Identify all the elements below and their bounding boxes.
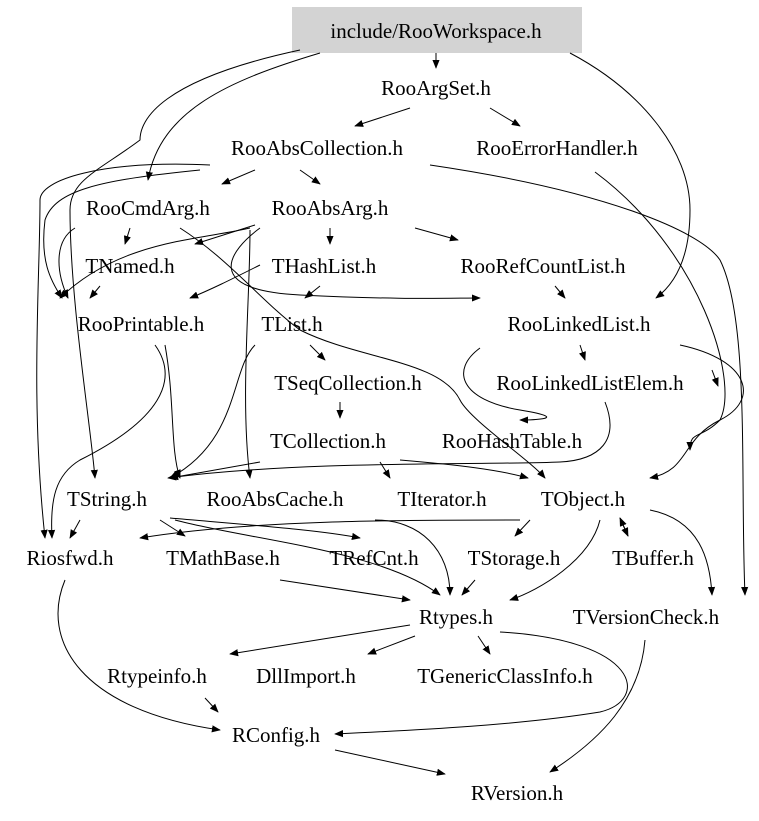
- edge-tmathbase-rtypes: [279, 579, 411, 603]
- node-roorefcountlist[interactable]: RooRefCountList.h: [460, 254, 626, 278]
- edge-rooabscoll-rooabsarg: [299, 169, 321, 185]
- node-rconfig[interactable]: RConfig.h: [232, 723, 321, 747]
- node-rooargset[interactable]: RooArgSet.h: [381, 76, 491, 100]
- edge-tobject-rtypes: [509, 519, 601, 601]
- edge-tversioncheck-rversion: [549, 639, 646, 773]
- node-dllimport[interactable]: DllImport.h: [256, 664, 356, 688]
- edge-tobject-tversioncheck: [649, 509, 716, 596]
- node-root[interactable]: include/RooWorkspace.h: [330, 19, 542, 43]
- edge-tcollection-tstring: [169, 461, 261, 481]
- edge-riosfwd-rconfig: [57, 579, 221, 733]
- edge-rooprintable-tstring: [164, 344, 181, 479]
- edge-tstring-trefcnt: [169, 517, 361, 540]
- edge-rooprintable-riosfwd: [47, 344, 166, 539]
- node-rooabscollection[interactable]: RooAbsCollection.h: [231, 136, 404, 160]
- node-tseqcollection[interactable]: TSeqCollection.h: [274, 371, 422, 395]
- edge-rooargset-rooabscoll: [354, 107, 411, 127]
- node-roohashtable[interactable]: RooHashTable.h: [442, 429, 583, 453]
- node-rooabscache[interactable]: RooAbsCache.h: [206, 487, 344, 511]
- node-roocmdarg[interactable]: RooCmdArg.h: [86, 196, 210, 220]
- edge-rooabscoll-rooprintable: [43, 169, 201, 299]
- edge-tobject-riosfwd: [139, 519, 521, 541]
- node-thashlist[interactable]: THashList.h: [272, 254, 377, 278]
- node-tmathbase[interactable]: TMathBase.h: [166, 546, 280, 570]
- edge-root-roocmdarg: [145, 52, 321, 181]
- node-titerator[interactable]: TIterator.h: [397, 487, 487, 511]
- edge-rtypes-tgeneric: [477, 635, 491, 655]
- edge-roolle-right: [711, 369, 719, 387]
- edge-tcollection-titerator: [379, 461, 391, 479]
- node-rooerrorhandler[interactable]: RooErrorHandler.h: [476, 136, 638, 160]
- edge-tnamed-rooprintable: [89, 285, 101, 299]
- node-rversion[interactable]: RVersion.h: [471, 781, 564, 805]
- edge-rooabsarg-roorefcount: [414, 227, 459, 242]
- node-roolinkedlistelem[interactable]: RooLinkedListElem.h: [496, 371, 684, 395]
- node-rtypes[interactable]: Rtypes.h: [419, 605, 494, 629]
- edge-root-roolinkedlist: [569, 52, 691, 299]
- edge-roolle-tobject: [167, 401, 611, 481]
- node-riosfwd[interactable]: Riosfwd.h: [27, 546, 114, 570]
- node-rtypeinfo[interactable]: Rtypeinfo.h: [107, 664, 207, 688]
- edge-tbuffer-tobject: [619, 517, 629, 537]
- graph-nodes: include/RooWorkspace.h RooArgSet.h RooAb…: [27, 19, 720, 805]
- edge-tobject-tstorage: [514, 519, 531, 537]
- edge-tstring-riosfwd: [69, 519, 81, 539]
- edge-rtypes-dllimport: [367, 635, 416, 655]
- edge-rooabscoll-tobject: [429, 164, 749, 596]
- edge-rooargset-rooerr: [489, 107, 521, 127]
- node-tobject[interactable]: TObject.h: [541, 487, 626, 511]
- edge-rooabscoll-riosfwd: [36, 163, 211, 539]
- node-tstorage[interactable]: TStorage.h: [468, 546, 561, 570]
- root-node-box: [292, 7, 582, 53]
- edge-tlist-tseqcoll: [309, 344, 326, 361]
- edge-roocmdarg-tnamed: [123, 227, 131, 245]
- edge-rooabsarg-rooprintable: [59, 227, 251, 299]
- node-rooprintable[interactable]: RooPrintable.h: [78, 312, 205, 336]
- edge-tlist-tstring: [169, 344, 256, 479]
- node-tgenericclassinfo[interactable]: TGenericClassInfo.h: [417, 664, 593, 688]
- edge-roorefcount-roolinkedlist: [554, 285, 566, 299]
- node-trefcnt[interactable]: TRefCnt.h: [329, 546, 419, 570]
- node-tversioncheck[interactable]: TVersionCheck.h: [573, 605, 720, 629]
- edge-rtypes-rconfig: [334, 631, 628, 738]
- node-tlist[interactable]: TList.h: [261, 312, 323, 336]
- node-roolinkedlist[interactable]: RooLinkedList.h: [508, 312, 651, 336]
- edge-thashlist-rooprintable: [189, 264, 261, 299]
- edge-rooabsarg-rooabscache: [245, 229, 253, 479]
- edge-roolinkedlist-tobject: [649, 344, 744, 480]
- edge-rooabscoll-roocmdarg: [221, 169, 256, 185]
- edge-rtypes-rtypeinfo: [229, 624, 411, 657]
- edge-rooabsarg-roolinkedlist: [230, 227, 481, 302]
- edge-roolinkedlist-roolle: [579, 344, 586, 361]
- edge-roocmdarg-rooprintable: [58, 227, 76, 299]
- edge-tcollection-tobject: [399, 459, 529, 480]
- edge-thashlist-tlist: [304, 285, 321, 299]
- node-tbuffer[interactable]: TBuffer.h: [612, 546, 694, 570]
- edge-roocmdarg-rooabscache: [179, 227, 546, 479]
- edge-rooabsarg-tnamed: [194, 224, 256, 245]
- node-rooabsarg[interactable]: RooAbsArg.h: [272, 196, 389, 220]
- edge-rconfig-rversion: [334, 749, 446, 776]
- edge-rtypeinfo-rconfig: [204, 697, 219, 713]
- dependency-edges: [36, 49, 749, 776]
- edge-tstorage-rtypes: [461, 579, 476, 596]
- edge-root-tstring: [69, 49, 301, 479]
- node-tstring[interactable]: TString.h: [67, 487, 147, 511]
- node-tnamed[interactable]: TNamed.h: [85, 254, 175, 278]
- edge-tstring-tmathbase: [159, 519, 186, 537]
- edge-rooerr-tversioncheck: [594, 171, 726, 451]
- edge-tstring-rtypes: [174, 519, 441, 596]
- edge-roolinkedlist-roohash: [463, 347, 548, 424]
- node-tcollection[interactable]: TCollection.h: [270, 429, 387, 453]
